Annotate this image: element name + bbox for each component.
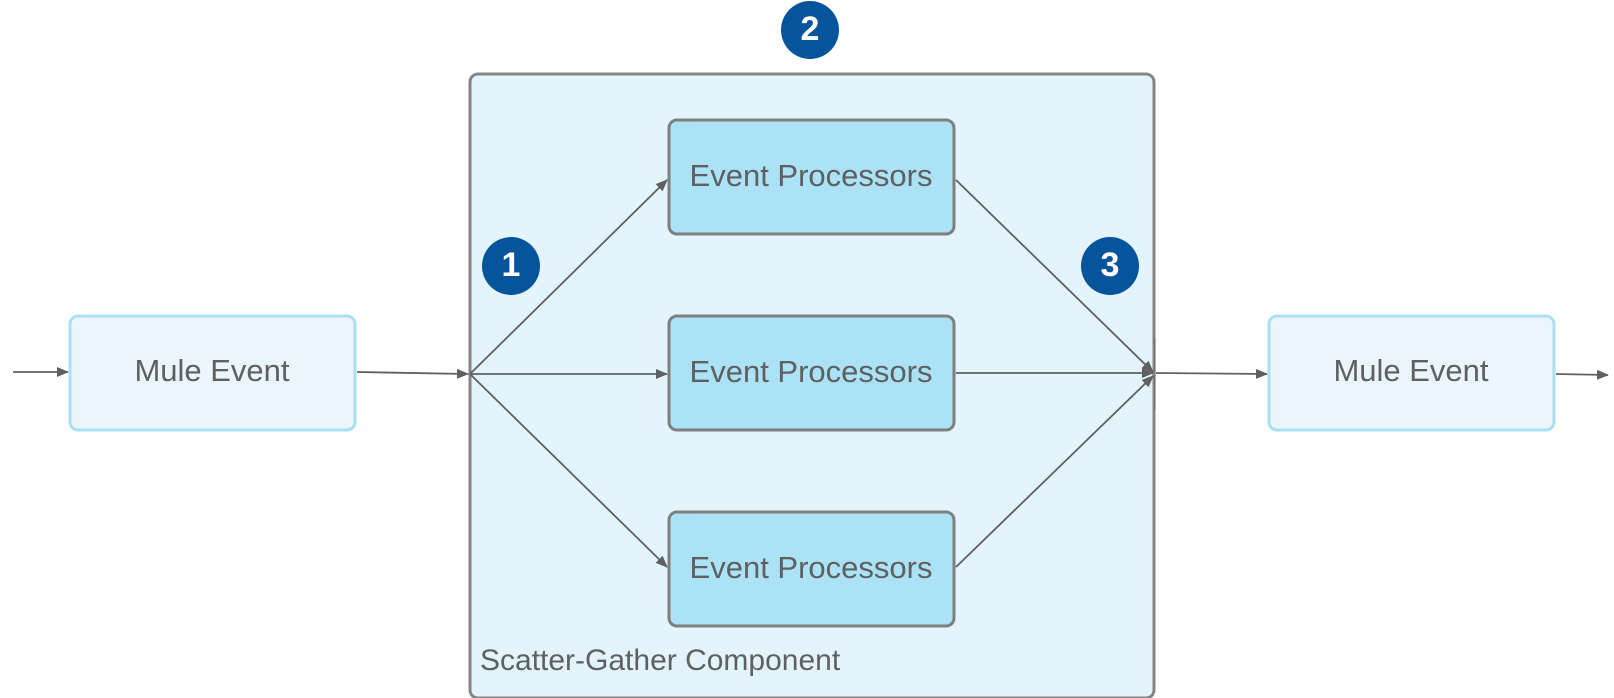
route-processor-label: Event Processors [690, 354, 933, 389]
arrow-route-1-to-gather [955, 179, 1154, 373]
route-processor-1: Event Processors [667, 118, 956, 236]
badge-3: 3 [1081, 237, 1139, 295]
route-processor-3: Event Processors [667, 510, 956, 628]
input-mule-event: Mule Event [68, 314, 357, 432]
arrow-input-to-scatter [356, 368, 469, 379]
route-processor-2: Event Processors [667, 314, 956, 432]
arrow-scatter-to-route-1 [469, 179, 668, 375]
arrow-route-3-to-gather [955, 375, 1154, 568]
arrow-scatter-to-route-3 [469, 373, 668, 568]
badge-number: 1 [502, 246, 521, 284]
badge-number: 3 [1101, 246, 1120, 284]
container-label: Scatter-Gather Component [480, 644, 841, 677]
flow-arrows [13, 179, 1609, 568]
badge-2: 2 [781, 1, 839, 59]
arrow-out-of-output [1555, 369, 1609, 380]
route-processor-label: Event Processors [690, 550, 933, 585]
output-mule-event: Mule Event [1267, 314, 1556, 432]
badge-1: 1 [482, 237, 540, 295]
badge-number: 2 [801, 10, 820, 48]
route-processor-label: Event Processors [690, 158, 933, 193]
arrow-gather-to-output [1155, 368, 1268, 379]
output-event-label: Mule Event [1333, 353, 1488, 388]
input-event-label: Mule Event [134, 353, 289, 388]
